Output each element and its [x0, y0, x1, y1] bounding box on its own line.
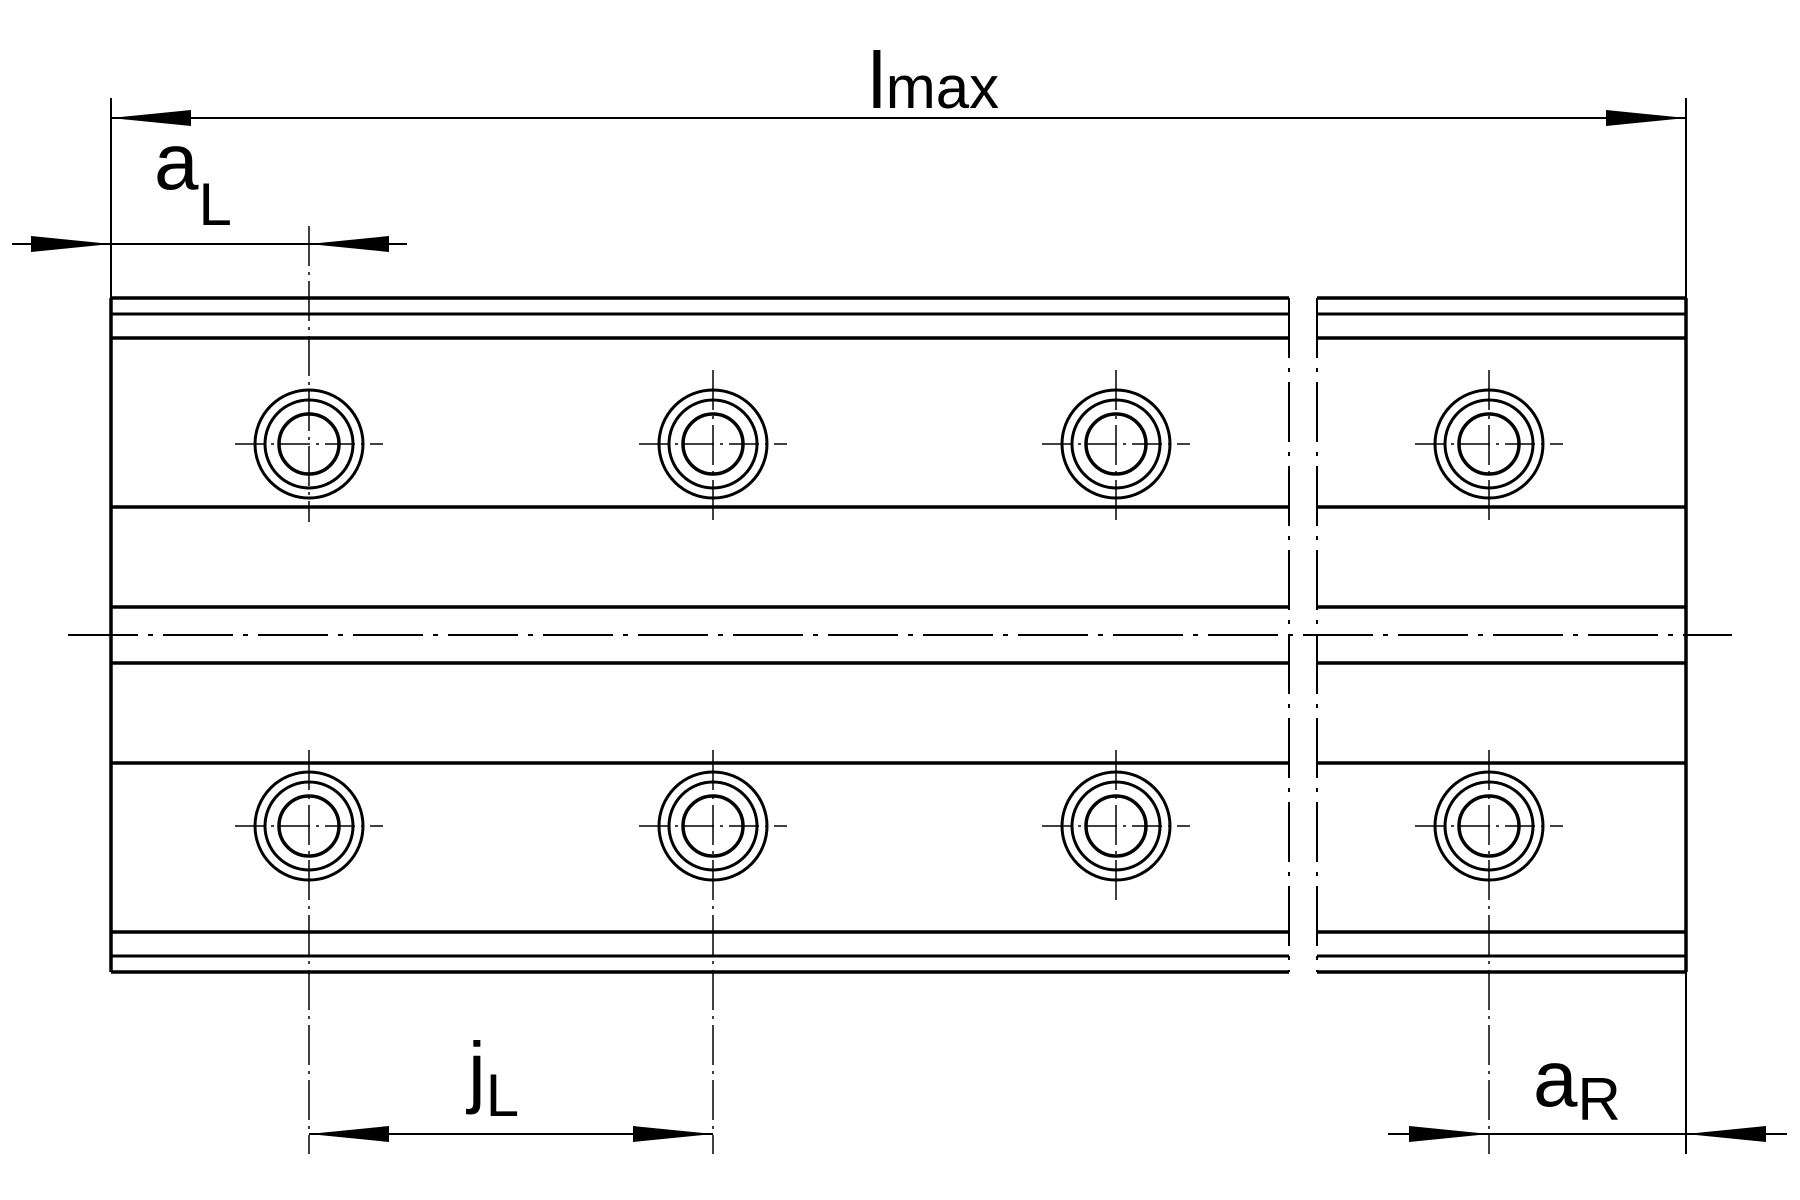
mounting-hole — [235, 226, 383, 522]
label-a-l: aL — [154, 117, 232, 238]
dimension-l-max — [110, 98, 1687, 298]
mounting-hole — [639, 750, 787, 1154]
mounting-hole — [639, 370, 787, 522]
mounting-hole — [1415, 370, 1563, 522]
mounting-holes — [235, 226, 1563, 1154]
mounting-hole — [1042, 750, 1190, 904]
mounting-hole — [1042, 370, 1190, 522]
mounting-hole — [1415, 750, 1563, 1154]
label-a-r: aR — [1533, 1034, 1621, 1133]
label-l-max: lmax — [868, 36, 999, 125]
mounting-hole — [235, 750, 383, 1154]
label-j-l: jL — [466, 1026, 519, 1129]
dimension-a-r — [1388, 972, 1787, 1154]
rail-left-segment — [109, 296, 1289, 974]
rail-right-segment — [1317, 296, 1688, 974]
